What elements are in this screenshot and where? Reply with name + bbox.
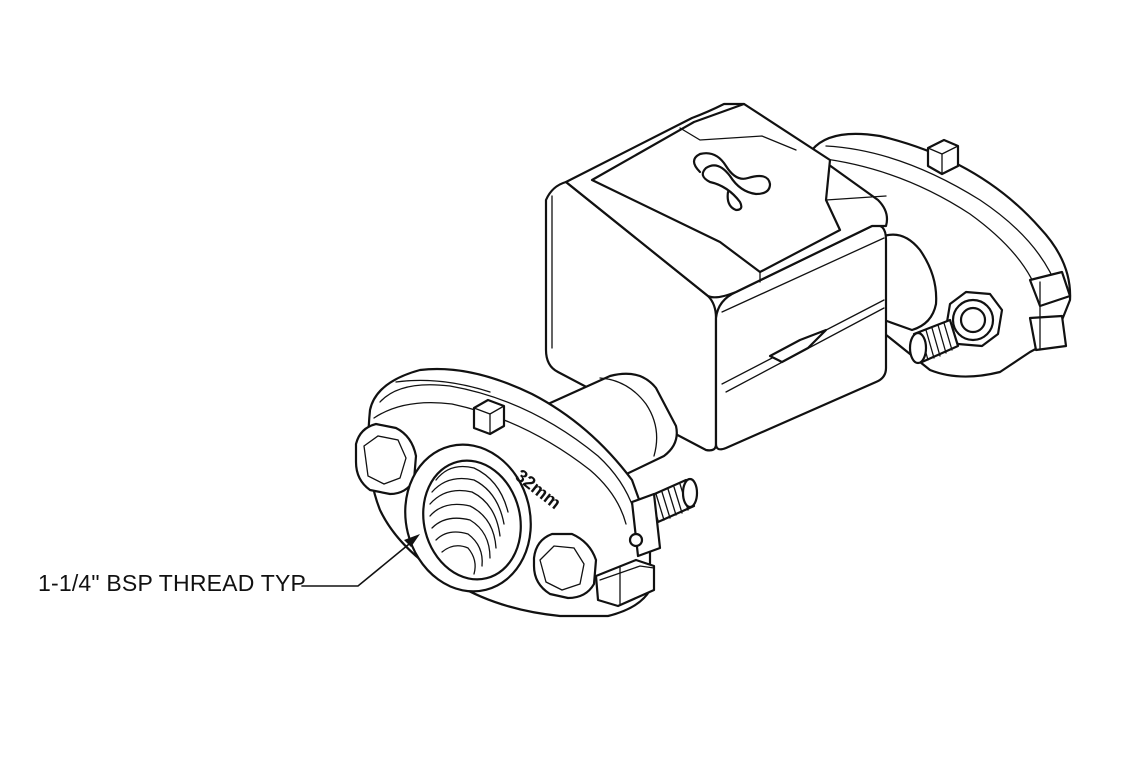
front-pipe-stub: [546, 372, 678, 482]
rear-pipe-stub: [882, 233, 938, 332]
front-threaded-stud: [630, 477, 699, 558]
flange-small-bolt: [628, 532, 644, 548]
rear-nut: [944, 290, 1004, 348]
rear-threaded-stud: [908, 318, 960, 365]
front-clamp-block: [594, 558, 656, 608]
rear-flange-lug: [926, 138, 960, 176]
motor-housing: [544, 102, 889, 452]
right-hex-nut: [532, 532, 598, 600]
front-flange-lug: [472, 398, 506, 436]
threaded-bore: [404, 443, 532, 593]
thread-callout-label: 1-1/4" BSP THREAD TYP: [38, 570, 307, 596]
logo-icon: [692, 152, 772, 212]
callout-leader: [301, 534, 420, 587]
